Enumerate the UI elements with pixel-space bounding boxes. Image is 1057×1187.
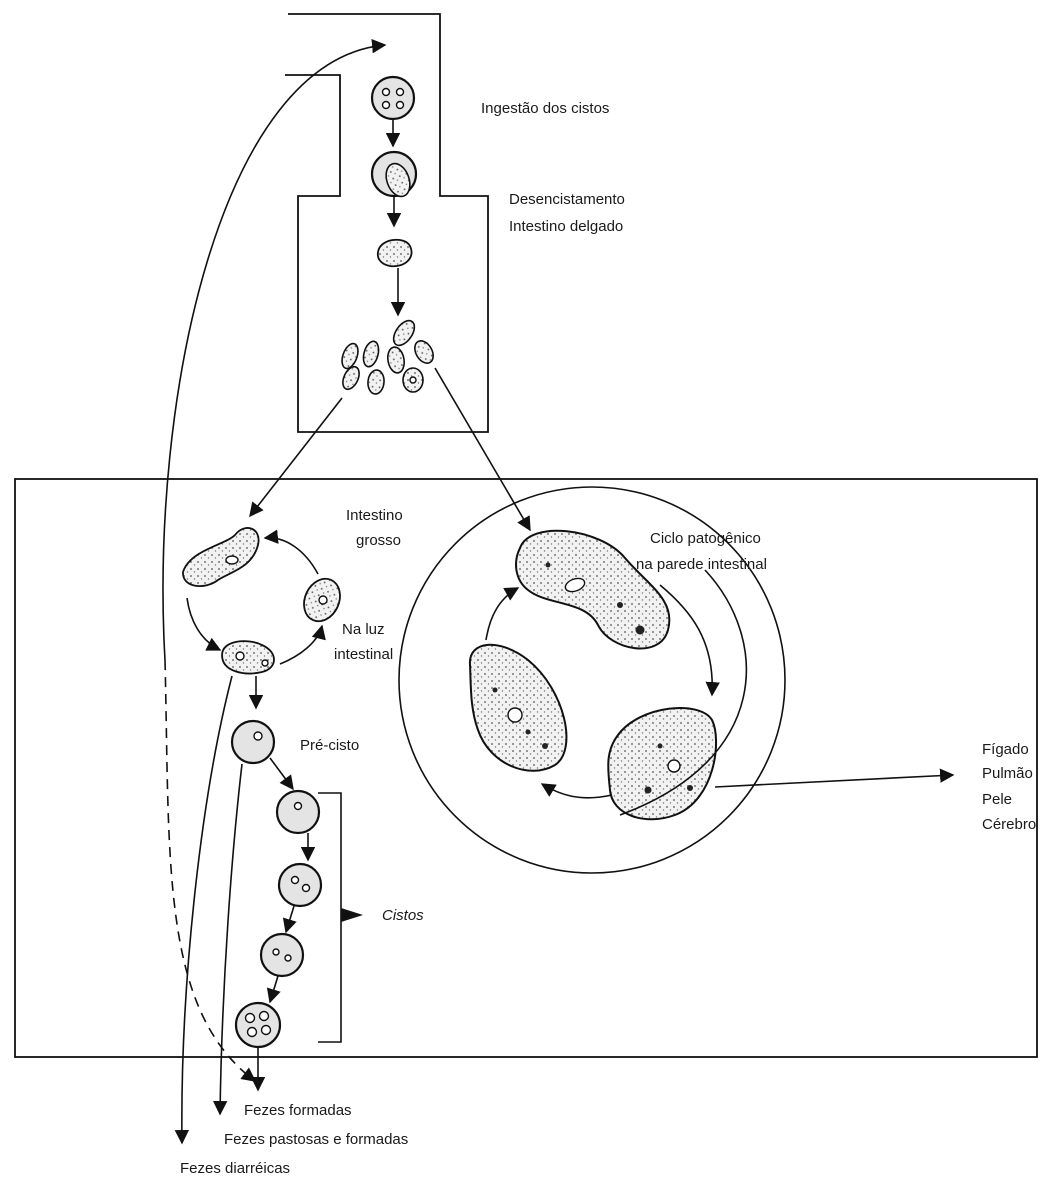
arrow-to-lumen-cycle <box>250 398 342 516</box>
label-organ-brain: Cérebro <box>982 816 1036 833</box>
mature-cyst-icon <box>236 1003 280 1047</box>
pathogenic-cycle-arrow-1 <box>660 585 712 695</box>
lumen-trophozoite-2-icon <box>297 573 346 627</box>
small-intestine-outline <box>285 14 488 432</box>
lumen-cycle-arrow-1 <box>187 598 220 650</box>
arrow-to-organs <box>715 775 953 787</box>
arrow-to-cyst-3 <box>286 906 294 932</box>
label-pathogenic-cycle: Ciclo patogênico <box>650 530 761 547</box>
arrow-to-cyst-4 <box>270 976 278 1002</box>
label-pathogenic-cycle-2: na parede intestinal <box>636 556 767 573</box>
label-lumen-2: intestinal <box>334 646 393 663</box>
arrow-diarrheic-feces <box>182 676 232 1143</box>
metacystic-amoeba-icon <box>378 240 412 267</box>
cysts-bracket-pointer <box>341 908 363 922</box>
precyst-icon <box>232 721 274 763</box>
cyst-3-icon <box>261 934 303 976</box>
label-pasty-feces: Fezes pastosas e formadas <box>224 1131 408 1148</box>
label-organ-lung: Pulmão <box>982 765 1033 782</box>
label-cysts: Cistos <box>382 907 424 924</box>
label-lumen: Na luz <box>342 621 385 638</box>
excysting-cyst-icon <box>372 152 416 200</box>
label-diarrheic-feces: Fezes diarréicas <box>180 1160 290 1177</box>
pathogenic-cycle-arrow-3 <box>486 588 518 640</box>
lumen-trophozoite-3-icon <box>222 641 274 673</box>
cyst-1-icon <box>277 791 319 833</box>
label-organ-liver: Fígado <box>982 741 1029 758</box>
trophozoite-cluster-icon <box>339 317 437 395</box>
cysts-bracket <box>318 793 341 1042</box>
arrow-pasty-feces <box>220 764 242 1114</box>
label-small-intestine: Intestino delgado <box>509 218 623 235</box>
arrow-to-cyst-1 <box>270 758 293 789</box>
arrow-to-pathogenic-cycle <box>435 368 530 530</box>
label-precyst: Pré-cisto <box>300 737 359 754</box>
lumen-cycle-arrow-3 <box>265 538 318 574</box>
cyst-2-icon <box>279 864 321 906</box>
tissue-trophozoite-3-icon <box>608 708 716 819</box>
lumen-trophozoite-1-icon <box>183 528 259 586</box>
label-formed-feces: Fezes formadas <box>244 1102 352 1119</box>
label-excystation: Desencistamento <box>509 191 625 208</box>
tissue-trophozoite-2-icon <box>470 645 567 771</box>
label-organ-skin: Pele <box>982 791 1012 808</box>
label-large-intestine: Intestino <box>346 507 403 524</box>
pathogenic-cycle-arrow-2 <box>542 784 612 798</box>
label-large-intestine-2: grosso <box>356 532 401 549</box>
label-ingestion: Ingestão dos cistos <box>481 100 609 117</box>
ingested-cyst-icon <box>372 77 414 119</box>
lumen-cycle-arrow-2 <box>280 626 322 664</box>
tissue-trophozoite-1-icon <box>516 531 669 649</box>
